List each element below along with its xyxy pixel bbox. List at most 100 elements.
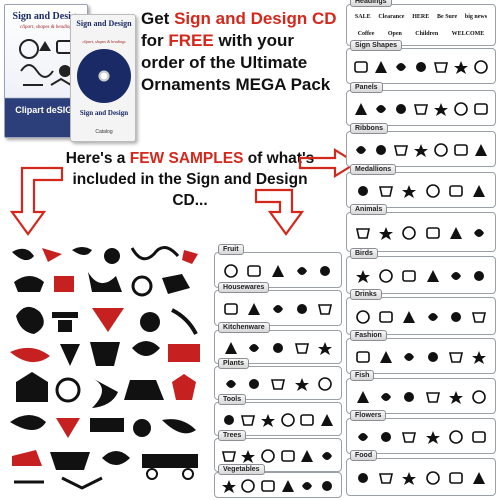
headline: Get Sign and Design CD for FREE with you… (141, 8, 341, 96)
mid-panel-fruit: Fruit (214, 244, 342, 288)
clipart-sample-icon (473, 101, 489, 117)
right-panel-label: Medallions (350, 164, 397, 175)
right-panel-sign-shapes: Sign Shapes (346, 40, 496, 84)
clipart-sample-icon (355, 349, 371, 365)
cd-box-artwork (19, 39, 74, 86)
mid-panel-vegetables: Vegetables (214, 464, 342, 498)
clipart-sample-icon (240, 412, 256, 428)
clipart-sample-icon (393, 101, 409, 117)
clipart-sample-icon (317, 263, 333, 279)
clipart-sample-icon (448, 183, 464, 199)
cd-box-footer: Clipart deSIGN (15, 105, 79, 115)
clipart-sample-icon (260, 412, 276, 428)
clipart-sample-icon (378, 429, 394, 445)
right-panel-animals: Animals (346, 204, 496, 252)
clipart-sample-icon (471, 470, 487, 486)
clipart-sample-icon (294, 263, 310, 279)
cd-case-subtitle: clipart, shapes & headings (82, 39, 126, 44)
clipart-sample-icon (471, 389, 487, 405)
clipart-sample-icon (353, 101, 369, 117)
clipart-sample-icon (378, 470, 394, 486)
clipart-sample-icon (448, 429, 464, 445)
clipart-sample-icon (448, 470, 464, 486)
mid-panel-icons (219, 371, 337, 396)
mid-panel-icons (219, 295, 337, 322)
clipart-sample-icon (471, 225, 487, 241)
clipart-sample-icon (471, 349, 487, 365)
clipart-sample-icon (425, 349, 441, 365)
right-panel-label: Fashion (350, 330, 387, 341)
clipart-sample-icon (425, 309, 441, 325)
clipart-sample-icon (270, 340, 286, 356)
clipart-sample-icon (453, 101, 469, 117)
mid-panel-housewares: Housewares (214, 282, 342, 326)
heading-sample-text: WELCOME (451, 30, 485, 37)
right-panel-icons (351, 95, 491, 122)
mid-panel-label: Plants (218, 358, 250, 369)
clipart-sample-icon (221, 478, 237, 494)
clipart-sample-icon (319, 412, 335, 428)
right-panel-label: Birds (350, 248, 378, 259)
right-panel-icons (351, 136, 491, 163)
right-panel-label: Flowers (350, 410, 387, 421)
clipart-sample-icon (393, 59, 409, 75)
clipart-sample-icon (221, 448, 237, 464)
clipart-sample-icon (260, 478, 276, 494)
clipart-sample-icon (294, 301, 310, 317)
clipart-sample-icon (299, 478, 315, 494)
clipart-sample-icon (373, 142, 389, 158)
right-panel-icons (351, 177, 491, 204)
right-panel-fish: Fish (346, 370, 496, 414)
heading-sample-text: Clearance (378, 14, 405, 21)
right-panel-label: Animals (350, 204, 388, 215)
samples-text-2: of what's included in the Sign and Desig… (72, 150, 315, 209)
clipart-sample-icon (355, 309, 371, 325)
right-panel-panels: Panels (346, 82, 496, 126)
heading-sample-text: Open (387, 30, 402, 37)
right-panel-label: Drinks (350, 289, 382, 300)
clipart-sample-icon (425, 389, 441, 405)
right-panel-label: Headings (350, 0, 392, 7)
clipart-sample-icon (471, 429, 487, 445)
clipart-sample-icon (448, 268, 464, 284)
right-panel-label: Fish (350, 370, 375, 381)
clipart-sample-icon (246, 263, 262, 279)
clipart-sample-icon (317, 376, 333, 392)
headline-text-3: with your order of the Ultimate Ornament… (141, 31, 331, 94)
clipart-sample-icon (393, 142, 409, 158)
clipart-sample-icon (448, 349, 464, 365)
headline-highlight-1: Sign and Design CD (174, 9, 337, 28)
mid-panel-label: Trees (218, 430, 247, 441)
right-panel-icons (351, 423, 491, 450)
clipart-sample-icon (294, 340, 310, 356)
clipart-collage (2, 242, 209, 498)
right-panel-icons (351, 217, 491, 248)
headline-text-2: for (141, 31, 169, 50)
clipart-sample-icon (401, 225, 417, 241)
clipart-sample-icon (246, 376, 262, 392)
clipart-sample-icon (280, 448, 296, 464)
clipart-sample-icon (317, 301, 333, 317)
clipart-sample-icon (246, 340, 262, 356)
clipart-sample-icon (260, 448, 276, 464)
clipart-sample-icon (299, 448, 315, 464)
clipart-sample-icon (373, 101, 389, 117)
cd-case-title: Sign and Design (76, 19, 132, 28)
clipart-sample-icon (448, 225, 464, 241)
right-panel-icons (351, 302, 491, 331)
clipart-sample-icon (401, 349, 417, 365)
clipart-sample-icon (471, 183, 487, 199)
right-panel-flowers: Flowers (346, 410, 496, 454)
clipart-sample-icon (221, 412, 237, 428)
right-panel-birds: Birds (346, 248, 496, 294)
clipart-sample-icon (294, 376, 310, 392)
right-panel-icons (351, 383, 491, 410)
clipart-sample-icon (353, 142, 369, 158)
clipart-sample-icon (355, 429, 371, 445)
heading-sample-text: Coffee (357, 30, 375, 37)
clipart-sample-icon (448, 389, 464, 405)
clipart-sample-icon (433, 142, 449, 158)
clipart-sample-icon (471, 309, 487, 325)
